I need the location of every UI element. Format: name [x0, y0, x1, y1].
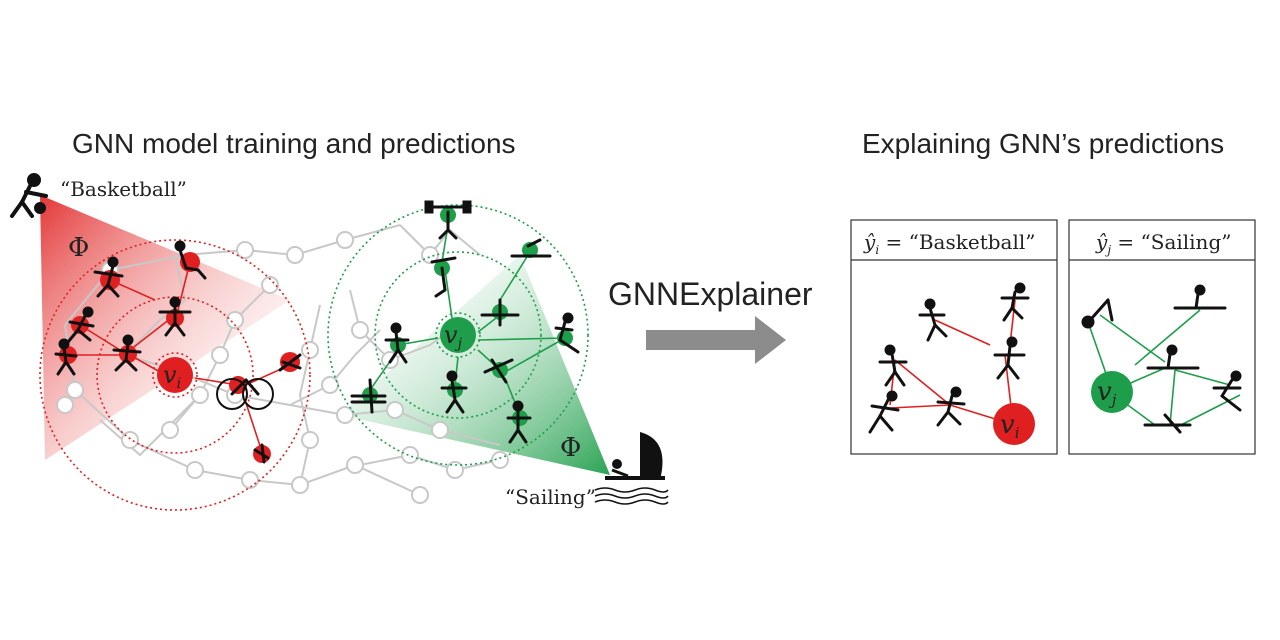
- node-v-j: [440, 317, 476, 353]
- sailing-label: “Sailing”: [505, 485, 596, 509]
- explanation-box-i: ŷi = “Basketball” vi: [850, 219, 1058, 455]
- method-label: GNNExplainer: [608, 276, 813, 312]
- athlete-figure-strokes: [54, 240, 302, 464]
- box-i-prediction: ŷi = “Basketball”: [863, 230, 1035, 257]
- box-j-node-label: vj: [1097, 377, 1117, 409]
- basketball-label: “Basketball”: [60, 177, 187, 201]
- green-neighborhood-rings: [327, 204, 589, 466]
- phi-symbol-green: Φ: [560, 433, 581, 463]
- phi-symbol-red: Φ: [68, 233, 89, 263]
- box-i-node-label: vi: [1000, 410, 1020, 442]
- sailing-class-icon: [594, 432, 669, 505]
- explainer-arrow: [646, 316, 786, 364]
- basketball-class-icon: [10, 173, 48, 218]
- right-panel-title: Explaining GNN’s predictions: [862, 128, 1225, 159]
- explanation-box-j: ŷj = “Sailing” vj: [1068, 219, 1256, 455]
- green-explanation-fan: [340, 255, 610, 475]
- sailing-athlete-strokes: [350, 200, 580, 444]
- node-v-i-label: vi: [163, 361, 181, 392]
- node-v-j-label: vj: [444, 321, 463, 352]
- box-j-prediction: ŷj = “Sailing”: [1095, 230, 1231, 257]
- node-v-i: [157, 357, 193, 393]
- left-panel-title: GNN model training and predictions: [72, 128, 516, 159]
- red-explanation-fan: [40, 195, 290, 460]
